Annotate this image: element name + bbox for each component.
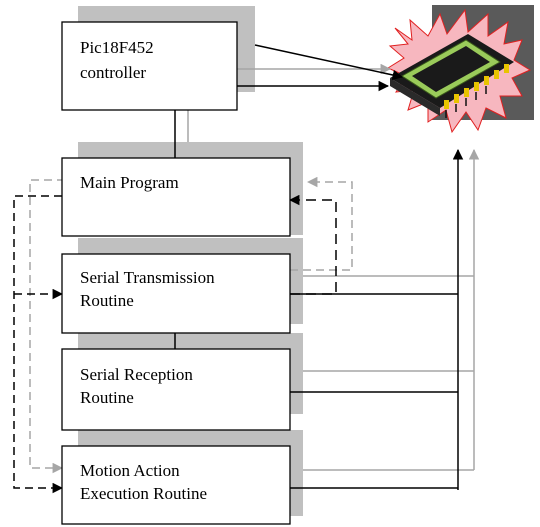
black-connectors xyxy=(13,44,464,494)
controller-box: Pic18F452 controller xyxy=(61,21,238,111)
serial-tx-label-line1: Serial Transmission xyxy=(80,268,215,287)
gray-dashed-right-loop xyxy=(290,176,353,271)
microchip-icon xyxy=(386,5,534,134)
serial-rx-box: Serial Reception Routine xyxy=(61,348,291,431)
gray-connectors xyxy=(29,63,480,474)
controller-to-chip-top xyxy=(254,44,404,81)
controller-label-line1: Pic18F452 xyxy=(80,38,154,57)
motion-label-line1: Motion Action xyxy=(80,461,180,480)
serial-tx-label-line2: Routine xyxy=(80,291,134,310)
gray-dashed-left-loop xyxy=(29,179,78,474)
controller-label-line2: controller xyxy=(80,63,146,82)
main-program-label: Main Program xyxy=(80,173,179,192)
serial-rx-label-line1: Serial Reception xyxy=(80,365,193,384)
dashed-main-to-subroutines xyxy=(13,195,64,494)
motion-box: Motion Action Execution Routine xyxy=(61,445,291,525)
serial-tx-box: Serial Transmission Routine xyxy=(61,253,291,334)
motion-label-line2: Execution Routine xyxy=(80,484,207,503)
main-program-box: Main Program xyxy=(61,157,291,237)
serial-rx-label-line2: Routine xyxy=(80,388,134,407)
